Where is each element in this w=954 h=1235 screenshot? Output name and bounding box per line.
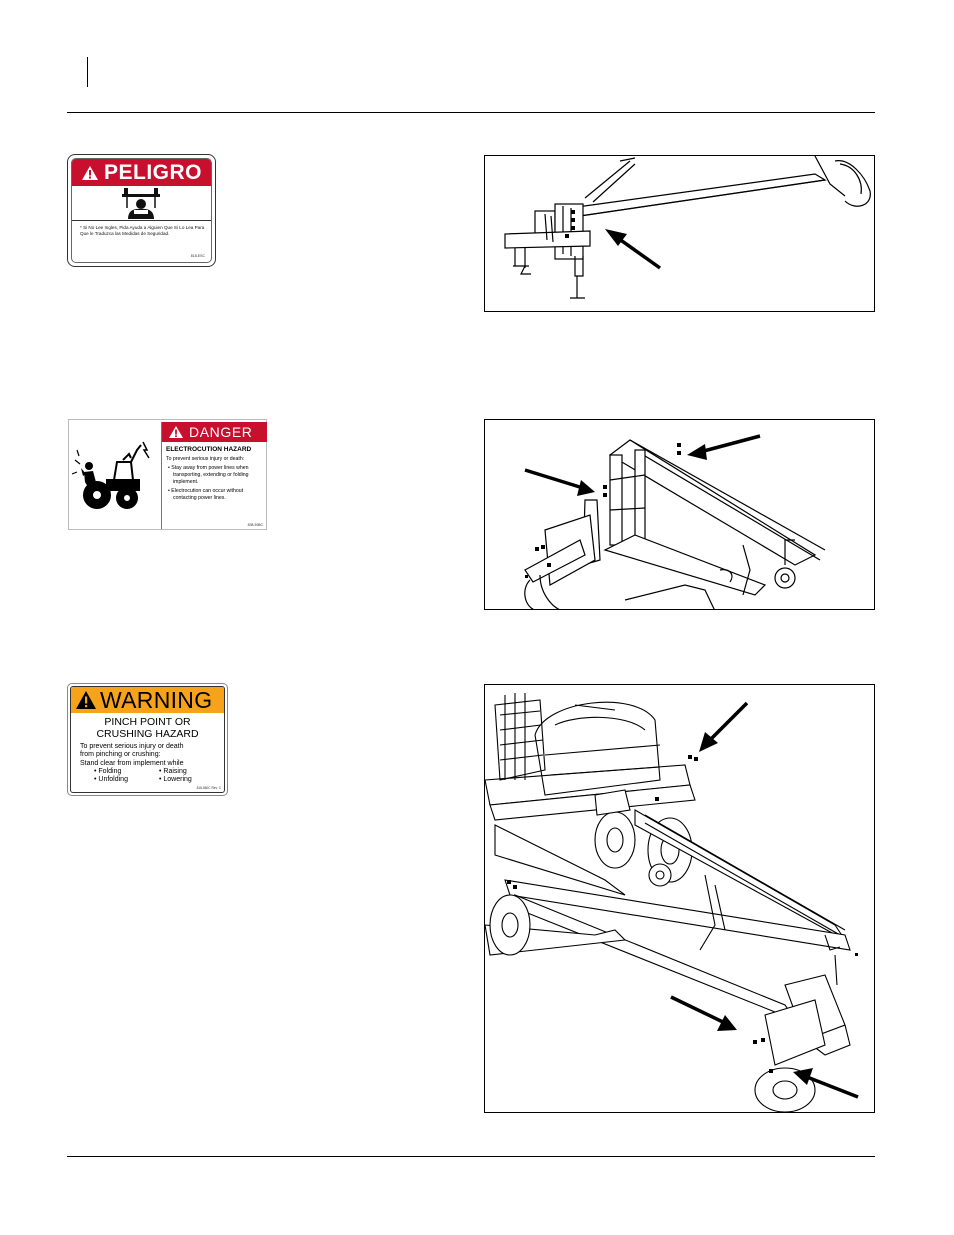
sprayer-illustration xyxy=(485,693,859,1112)
danger-intro: To prevent serious injury or death: xyxy=(166,456,245,462)
read-manual-pictogram-icon xyxy=(72,186,211,221)
arrow-icon xyxy=(793,1068,859,1099)
header-vertical-bar xyxy=(87,57,88,87)
footer-rule xyxy=(67,1156,875,1157)
danger-bullet: • Electrocution can occur without contac… xyxy=(168,488,244,501)
warning-header: WARNING xyxy=(71,687,224,713)
peligro-decal: PELIGRO * Si No Lee Ingles, Pida Ayuda a… xyxy=(67,154,216,267)
danger-decal: DANGER ELECTROCUTION HAZARD To prevent s… xyxy=(68,419,267,530)
warning-action: • Folding xyxy=(94,767,122,775)
warning-hazard-line: CRUSHING HAZARD xyxy=(96,728,199,740)
warning-action: • Lowering xyxy=(159,776,192,784)
warning-action: • Raising xyxy=(159,767,187,775)
warning-body-line: To prevent serious injury or death xyxy=(80,743,184,750)
peligro-header: PELIGRO xyxy=(72,159,211,186)
danger-subheader: ELECTROCUTION HAZARD xyxy=(166,446,252,453)
peligro-text: * Si No Lee Ingles, Pida Ayuda a Alguien… xyxy=(80,225,205,236)
warning-decal: WARNING PINCH POINT OR CRUSHING HAZARD T… xyxy=(67,683,228,796)
warning-body-line: Stand clear from implement while xyxy=(80,759,184,767)
warning-triangle-icon xyxy=(81,165,98,180)
figure-sprayer-decal-locations xyxy=(484,684,875,1113)
arrow-icon xyxy=(699,701,749,752)
hitch-illustration xyxy=(504,156,871,299)
warning-triangle-icon xyxy=(169,426,183,438)
danger-bullet: • Stay away from power lines when transp… xyxy=(168,465,249,485)
electrocution-pictogram-icon xyxy=(69,420,161,531)
boom-illustration xyxy=(524,434,826,609)
danger-code: 838-598C xyxy=(247,523,263,527)
arrow-icon xyxy=(687,434,761,460)
warning-body-line: from pinching or crushing: xyxy=(80,751,161,759)
warning-header-text: WARNING xyxy=(100,686,213,713)
warning-hazard-line: PINCH POINT OR xyxy=(104,716,191,728)
arrow-icon xyxy=(524,468,595,496)
danger-header: DANGER xyxy=(162,422,267,442)
peligro-header-text: PELIGRO xyxy=(103,160,202,184)
warning-triangle-icon xyxy=(76,691,96,709)
figure-hitch-decal-location xyxy=(484,155,875,312)
figure-boom-decal-locations xyxy=(484,419,875,610)
warning-action: • Unfolding xyxy=(94,776,128,784)
arrow-icon xyxy=(670,995,737,1031)
peligro-code: 818-ESC xyxy=(190,254,205,258)
warning-code: 818-860C Rev. C xyxy=(196,786,221,790)
danger-header-text: DANGER xyxy=(189,424,253,440)
arrow-icon xyxy=(605,229,662,270)
header-rule xyxy=(67,112,875,113)
